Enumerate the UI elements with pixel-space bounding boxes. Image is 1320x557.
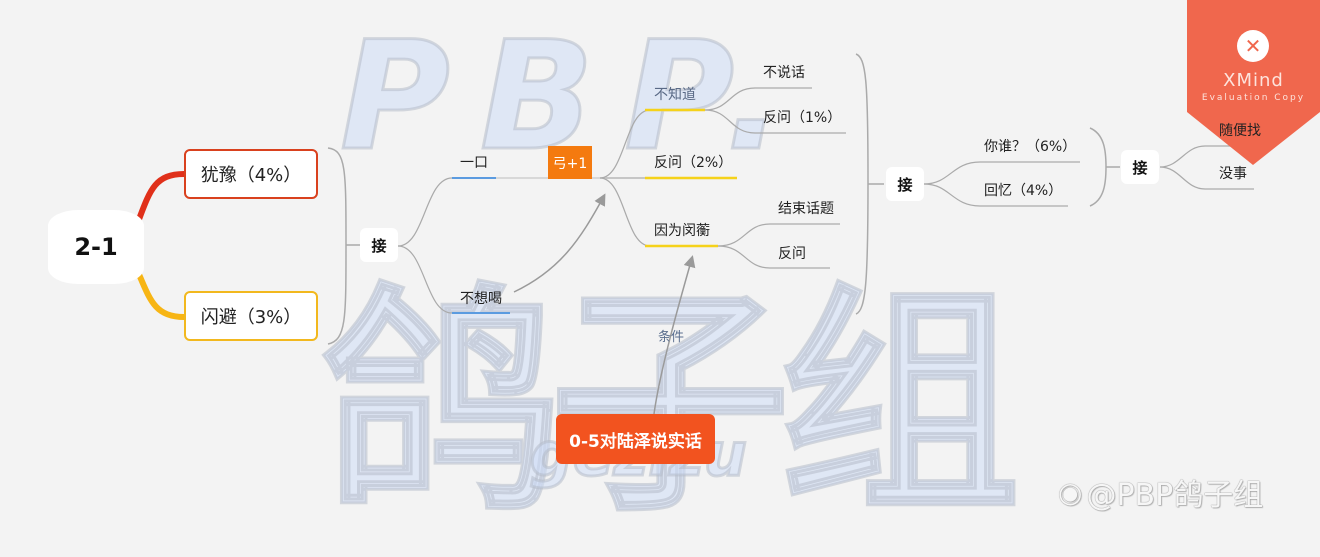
topic-hesitate[interactable]: 犹豫（4%） xyxy=(184,149,318,199)
summary-topic-1[interactable]: 接 xyxy=(360,228,398,262)
connector-lines xyxy=(135,53,1268,415)
xmind-brand-name: XMind xyxy=(1223,70,1284,91)
marker-badge-bow-plus-one[interactable]: 弓+1 xyxy=(548,146,592,179)
weibo-icon: ◉ xyxy=(1058,475,1083,509)
topic-who-are-you[interactable]: 你谁？（6%） xyxy=(984,139,1077,155)
floating-topic-truth-to-luze[interactable]: 0-5对陆泽说实话 xyxy=(556,414,715,464)
topic-recall[interactable]: 回忆（4%） xyxy=(984,183,1063,199)
topic-nothing[interactable]: 没事 xyxy=(1219,166,1247,182)
relationship-label-condition[interactable]: 条件 xyxy=(658,330,685,345)
root-topic[interactable]: 2-1 xyxy=(48,210,144,284)
xmind-x-icon: ✕ xyxy=(1237,30,1269,62)
summary-topic-2[interactable]: 接 xyxy=(886,167,924,201)
topic-one-sip[interactable]: 一口 xyxy=(460,155,488,171)
xmind-evaluation-label: Evaluation Copy xyxy=(1201,93,1306,103)
weibo-handle: @PBP鸽子组 xyxy=(1086,478,1264,513)
topic-counter-question-2pct[interactable]: 反问（2%） xyxy=(654,155,733,171)
xmind-evaluation-badge: ✕ XMind Evaluation Copy xyxy=(1187,0,1320,165)
topic-because-minheng[interactable]: 因为闵蘅 xyxy=(654,223,710,239)
summary-topic-3[interactable]: 接 xyxy=(1121,150,1159,184)
topic-counter-question[interactable]: 反问 xyxy=(778,246,806,262)
topic-counter-question-1pct[interactable]: 反问（1%） xyxy=(763,110,842,126)
topic-end-topic[interactable]: 结束话题 xyxy=(778,201,834,217)
topic-dont-want-drink[interactable]: 不想喝 xyxy=(460,291,502,307)
topic-silent[interactable]: 不说话 xyxy=(763,65,805,81)
topic-search-randomly[interactable]: 随便找 xyxy=(1219,123,1261,139)
topic-dont-know[interactable]: 不知道 xyxy=(654,87,696,103)
topic-dodge[interactable]: 闪避（3%） xyxy=(184,291,318,341)
weibo-credit: ◉ @PBP鸽子组 xyxy=(1058,470,1263,514)
